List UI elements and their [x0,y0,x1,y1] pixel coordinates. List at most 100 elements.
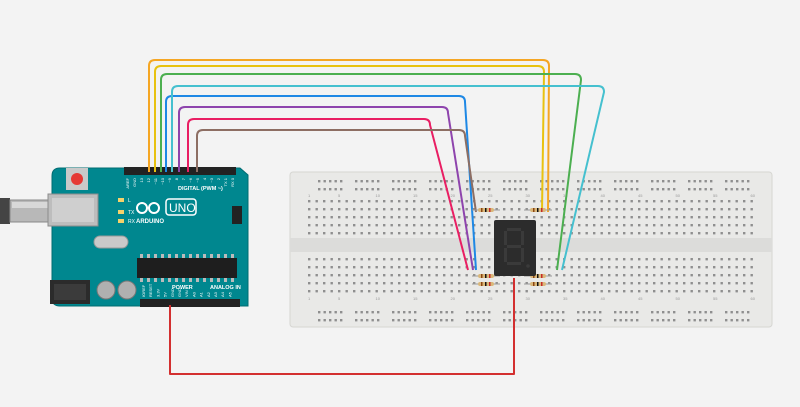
breadboard-hole[interactable] [690,274,693,277]
rail-hole[interactable] [593,188,596,191]
breadboard-hole[interactable] [435,266,438,269]
rail-hole[interactable] [667,188,670,191]
breadboard-hole[interactable] [570,200,573,203]
breadboard-hole[interactable] [383,216,386,219]
breadboard-hole[interactable] [510,216,513,219]
rail-hole[interactable] [451,180,454,183]
rail-hole[interactable] [514,188,517,191]
breadboard-hole[interactable] [315,258,318,261]
breadboard-hole[interactable] [645,282,648,285]
breadboard-hole[interactable] [660,282,663,285]
rail-hole[interactable] [736,188,739,191]
breadboard-hole[interactable] [428,200,431,203]
breadboard-hole[interactable] [578,208,581,211]
breadboard-hole[interactable] [443,208,446,211]
breadboard-hole[interactable] [338,200,341,203]
breadboard-hole[interactable] [540,266,543,269]
rail-hole[interactable] [360,319,363,322]
breadboard-hole[interactable] [353,282,356,285]
rail-hole[interactable] [440,319,443,322]
breadboard-hole[interactable] [375,290,378,293]
breadboard-hole[interactable] [548,266,551,269]
breadboard-hole[interactable] [540,216,543,219]
breadboard-hole[interactable] [458,282,461,285]
rail-hole[interactable] [482,180,485,183]
breadboard-hole[interactable] [630,200,633,203]
signal-wire[interactable] [187,118,469,271]
breadboard-hole[interactable] [443,232,446,235]
breadboard-hole[interactable] [450,274,453,277]
breadboard-hole[interactable] [405,216,408,219]
breadboard-hole[interactable] [413,290,416,293]
rail-hole[interactable] [699,319,702,322]
breadboard-hole[interactable] [383,224,386,227]
breadboard-hole[interactable] [645,258,648,261]
breadboard-hole[interactable] [330,200,333,203]
breadboard-hole[interactable] [353,290,356,293]
rail-hole[interactable] [725,311,728,314]
breadboard-hole[interactable] [683,232,686,235]
breadboard-hole[interactable] [435,216,438,219]
breadboard-hole[interactable] [338,224,341,227]
breadboard-hole[interactable] [570,282,573,285]
rail-hole[interactable] [440,188,443,191]
breadboard-hole[interactable] [735,200,738,203]
breadboard-hole[interactable] [465,200,468,203]
breadboard-hole[interactable] [638,266,641,269]
power-header[interactable] [140,299,240,307]
breadboard-hole[interactable] [315,216,318,219]
breadboard-hole[interactable] [480,266,483,269]
breadboard-hole[interactable] [623,290,626,293]
rail-hole[interactable] [741,319,744,322]
breadboard-hole[interactable] [465,274,468,277]
breadboard-hole[interactable] [398,258,401,261]
breadboard-hole[interactable] [315,282,318,285]
rail-hole[interactable] [688,180,691,183]
rail-hole[interactable] [451,188,454,191]
rail-hole[interactable] [355,319,358,322]
breadboard-hole[interactable] [593,200,596,203]
rail-hole[interactable] [593,311,596,314]
rail-hole[interactable] [599,311,602,314]
breadboard-hole[interactable] [420,208,423,211]
rail-hole[interactable] [704,319,707,322]
breadboard-hole[interactable] [563,274,566,277]
breadboard-hole[interactable] [593,224,596,227]
rail-hole[interactable] [323,311,326,314]
breadboard-hole[interactable] [390,216,393,219]
rail-hole[interactable] [508,188,511,191]
breadboard-hole[interactable] [435,282,438,285]
rail-hole[interactable] [562,180,565,183]
breadboard-hole[interactable] [600,208,603,211]
breadboard-hole[interactable] [615,282,618,285]
breadboard-hole[interactable] [338,208,341,211]
breadboard-hole[interactable] [398,232,401,235]
breadboard-hole[interactable] [465,258,468,261]
signal-wire[interactable] [148,59,550,213]
breadboard-hole[interactable] [518,200,521,203]
breadboard-hole[interactable] [540,258,543,261]
breadboard-hole[interactable] [518,282,521,285]
breadboard-hole[interactable] [308,266,311,269]
rail-hole[interactable] [371,311,374,314]
breadboard-hole[interactable] [675,224,678,227]
rail-hole[interactable] [377,311,380,314]
breadboard-hole[interactable] [608,290,611,293]
breadboard-hole[interactable] [390,258,393,261]
breadboard-hole[interactable] [735,216,738,219]
breadboard-hole[interactable] [405,266,408,269]
breadboard-hole[interactable] [615,208,618,211]
breadboard-hole[interactable] [555,282,558,285]
breadboard-hole[interactable] [413,232,416,235]
breadboard-hole[interactable] [548,200,551,203]
rail-hole[interactable] [355,188,358,191]
breadboard-hole[interactable] [413,216,416,219]
breadboard-hole[interactable] [698,216,701,219]
breadboard-hole[interactable] [713,224,716,227]
breadboard-hole[interactable] [728,232,731,235]
breadboard-hole[interactable] [413,266,416,269]
rail-hole[interactable] [514,311,517,314]
rail-hole[interactable] [371,319,374,322]
breadboard-hole[interactable] [495,200,498,203]
breadboard-hole[interactable] [473,224,476,227]
